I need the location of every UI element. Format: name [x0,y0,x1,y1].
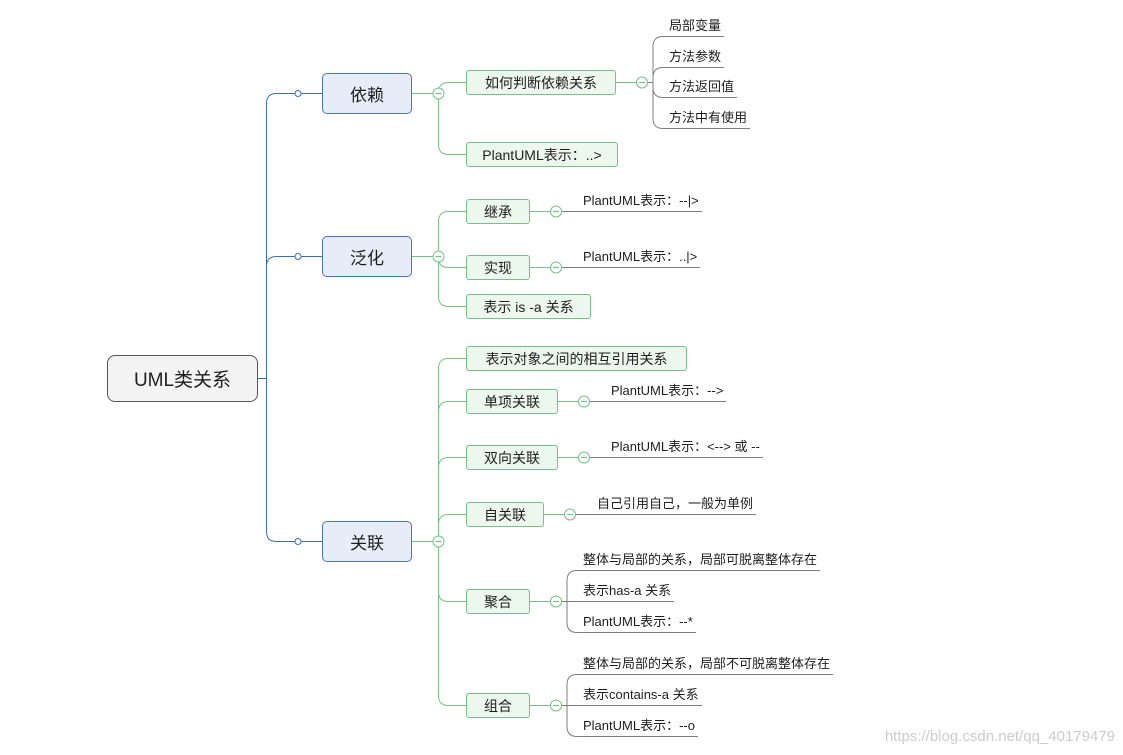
connector-line [438,541,466,706]
topic-how-to-identify-dependency[interactable]: 如何判断依赖关系 [466,70,616,95]
collapse-toggle[interactable] [550,205,562,218]
detail-item[interactable]: PlantUML表示：<--> 或 -- [605,437,763,458]
topic-bidirectional-association[interactable]: 双向关联 [466,445,558,470]
collapse-toggle[interactable] [550,261,562,274]
detail-item[interactable]: PlantUML表示：--* [577,612,696,633]
branch-dependency[interactable]: 依赖 [322,73,412,114]
detail-item[interactable]: 表示contains-a 关系 [577,685,702,706]
connector-line [438,211,466,257]
detail-item[interactable]: 整体与局部的关系，局部不可脱离整体存在 [577,654,834,675]
topic-is-a-relation[interactable]: 表示 is -a 关系 [466,294,591,319]
detail-item[interactable]: PlantUML表示：--o [577,716,698,737]
connector-line [566,601,578,633]
topic-dependency-plantuml[interactable]: PlantUML表示：..> [466,142,618,167]
collapse-toggle[interactable] [550,699,562,712]
branch-joint-dot [294,253,302,260]
connector-line [438,256,466,307]
collapse-toggle[interactable] [564,508,576,521]
topic-realization[interactable]: 实现 [466,255,530,280]
connector-line [566,705,578,737]
connector-line [652,82,664,98]
connector-line [652,36,664,83]
connector-line [438,457,466,542]
collapse-toggle[interactable] [432,535,445,548]
detail-item[interactable]: PlantUML表示：--|> [577,191,702,212]
detail-item[interactable]: 局部变量 [663,16,725,37]
collapse-toggle[interactable] [578,451,590,464]
connector-line [566,674,578,706]
branch-association[interactable]: 关联 [322,521,412,562]
connector-line [438,93,466,155]
collapse-toggle[interactable] [432,250,445,263]
detail-item[interactable]: 整体与局部的关系，局部可脱离整体存在 [577,550,821,571]
detail-item[interactable]: 表示has-a 关系 [577,581,675,602]
detail-item[interactable]: 自己引用自己，一般为单例 [591,494,757,515]
topic-unidirectional-association[interactable]: 单项关联 [466,389,558,414]
detail-item[interactable]: PlantUML表示：..|> [577,247,701,268]
connector-line [266,378,322,542]
connector-line [438,541,466,602]
root-topic[interactable]: UML类关系 [107,355,258,402]
detail-item[interactable]: 方法中有使用 [663,108,751,129]
branch-generalization[interactable]: 泛化 [322,236,412,277]
connector-line [266,256,322,379]
connector-line [438,401,466,542]
collapse-toggle[interactable] [578,395,590,408]
topic-inheritance[interactable]: 继承 [466,199,530,224]
branch-joint-dot [294,90,302,97]
detail-item[interactable]: 方法参数 [663,47,725,68]
collapse-toggle[interactable] [550,595,562,608]
branch-joint-dot [294,538,302,545]
connector-line [566,570,578,602]
watermark: https://blog.csdn.net/qq_40179479 [884,728,1115,745]
connector-line [266,93,322,379]
topic-composition[interactable]: 组合 [466,693,530,718]
collapse-toggle[interactable] [432,87,445,100]
connector-line [652,67,664,83]
detail-item[interactable]: PlantUML表示：--> [605,381,727,402]
detail-item[interactable]: 方法返回值 [663,77,738,98]
connector-line [652,82,664,129]
collapse-toggle[interactable] [636,76,648,89]
connector-line [438,358,466,542]
connector-line [438,514,466,542]
topic-self-association[interactable]: 自关联 [466,502,544,527]
topic-aggregation[interactable]: 聚合 [466,589,530,614]
topic-association-definition[interactable]: 表示对象之间的相互引用关系 [466,346,687,371]
